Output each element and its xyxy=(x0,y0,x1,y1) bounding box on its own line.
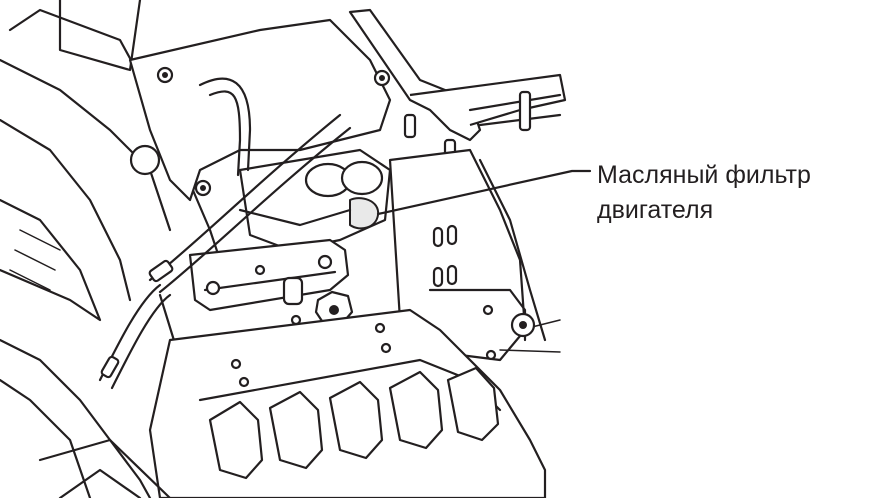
callout-line-1: Масляный фильтр xyxy=(597,161,811,189)
callout-line-2: двигателя xyxy=(597,196,714,224)
oil-filter-callout-label: Масляный фильтр двигателя xyxy=(597,158,867,228)
machine-housing xyxy=(0,0,232,498)
oil-filter-assembly xyxy=(188,148,392,328)
handle-bracket xyxy=(348,8,567,164)
engine-mount-plate xyxy=(128,18,392,202)
auger-housing xyxy=(38,308,547,498)
callout-leader-line xyxy=(376,169,592,216)
